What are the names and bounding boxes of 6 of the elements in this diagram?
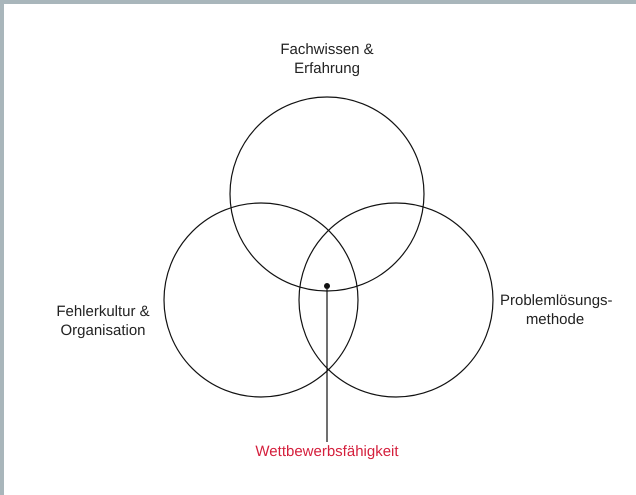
circle-label: Problemlösungs- methode	[500, 291, 610, 329]
intersection-dot	[324, 283, 330, 289]
leader-line	[326, 289, 328, 442]
circle-label: Fachwissen & Erfahrung	[279, 40, 375, 78]
circle-label: Fehlerkultur & Organisation	[55, 302, 151, 340]
result-label: Wettbewerbsfähigkeit	[254, 442, 400, 461]
